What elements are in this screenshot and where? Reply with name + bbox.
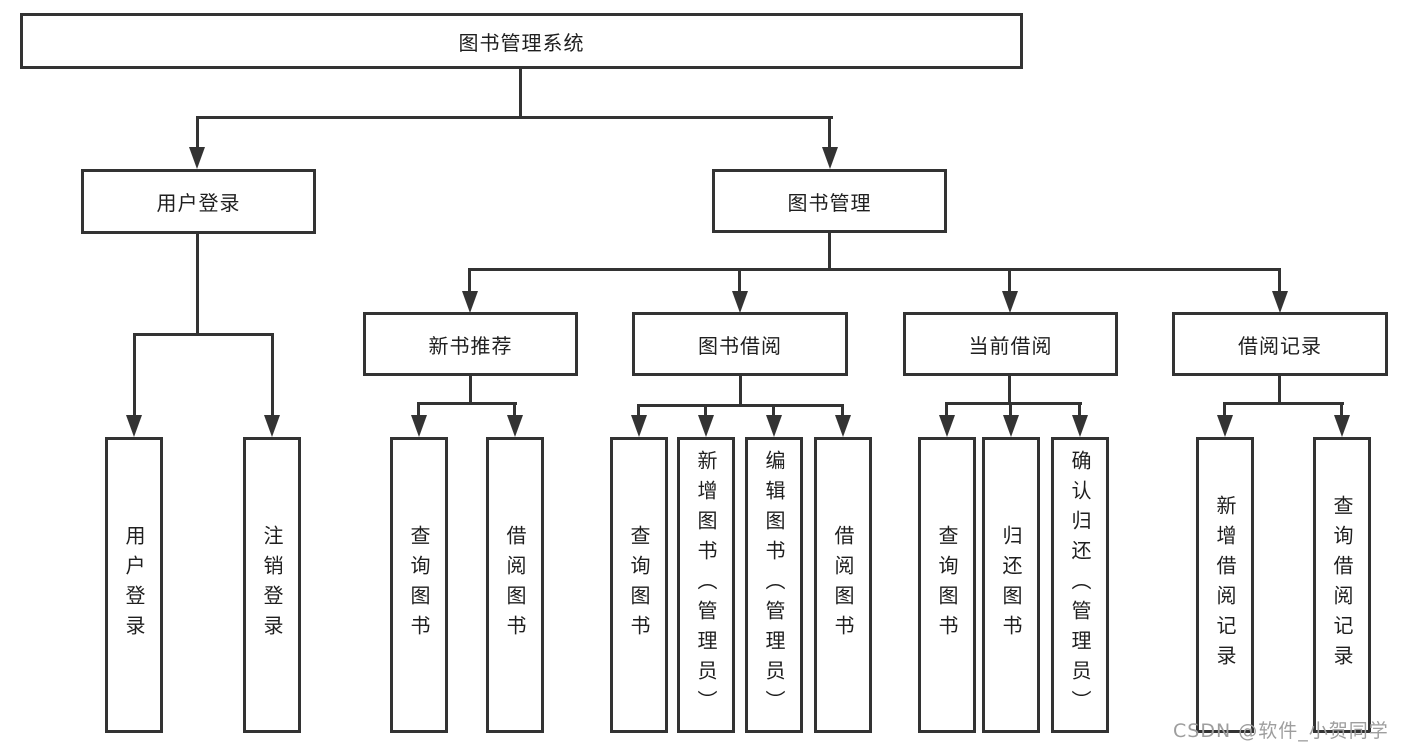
leaf-label: 查询图书 xyxy=(407,525,431,645)
leaf-label: 确认归还（管理员） xyxy=(1068,450,1092,720)
connector-line xyxy=(196,116,833,119)
node-label: 用户登录 xyxy=(156,191,241,215)
connector-line xyxy=(637,404,844,407)
connector-line xyxy=(1278,268,1281,292)
arrow-down-icon xyxy=(698,415,714,437)
connector-line xyxy=(196,234,199,334)
watermark: CSDN @软件_小贺同学 xyxy=(1173,720,1389,742)
arrow-down-icon xyxy=(1002,291,1018,313)
arrow-down-icon xyxy=(462,291,478,313)
arrow-down-icon xyxy=(189,147,205,169)
arrow-down-icon xyxy=(1003,415,1019,437)
arrow-down-icon xyxy=(1072,415,1088,437)
arrow-down-icon xyxy=(264,415,280,437)
node-label: 新书推荐 xyxy=(428,333,513,358)
leaf-borrowing-edit-books-admin: 编辑图书（管理员） xyxy=(745,437,803,733)
connector-line xyxy=(417,402,517,405)
node-label: 图书管理 xyxy=(787,190,872,215)
connector-line xyxy=(513,402,516,416)
leaf-label: 借阅图书 xyxy=(831,525,855,645)
connector-line xyxy=(1078,402,1081,416)
leaf-logout-login: 注销登录 xyxy=(243,437,301,733)
node-label: 当前借阅 xyxy=(968,333,1053,358)
connector-line xyxy=(1223,402,1226,416)
leaf-label: 编辑图书（管理员） xyxy=(762,450,786,720)
connector-line xyxy=(945,402,1082,405)
leaf-label: 用户登录 xyxy=(122,525,146,645)
arrow-down-icon xyxy=(126,415,142,437)
connector-line xyxy=(739,376,742,406)
arrow-down-icon xyxy=(411,415,427,437)
leaf-label: 注销登录 xyxy=(260,525,284,645)
node-book-management: 图书管理 xyxy=(712,169,947,233)
connector-line xyxy=(637,404,640,416)
leaf-label: 借阅图书 xyxy=(503,525,527,645)
leaf-current-return-books: 归还图书 xyxy=(982,437,1040,733)
node-label: 图书管理系统 xyxy=(458,30,585,55)
connector-line xyxy=(828,233,831,271)
arrow-down-icon xyxy=(1334,415,1350,437)
node-label: 图书借阅 xyxy=(698,333,782,358)
node-library-system: 图书管理系统 xyxy=(20,13,1023,69)
connector-line xyxy=(469,376,472,404)
leaf-label: 查询图书 xyxy=(935,525,959,645)
connector-line xyxy=(945,402,948,416)
connector-line xyxy=(468,268,471,292)
leaf-label: 新增图书（管理员） xyxy=(694,450,718,720)
connector-line xyxy=(417,402,420,416)
connector-line xyxy=(1008,268,1011,292)
connector-line xyxy=(133,333,274,336)
connector-line xyxy=(196,116,199,150)
connector-line xyxy=(841,404,844,416)
connector-line xyxy=(828,116,831,150)
arrow-down-icon xyxy=(631,415,647,437)
arrow-down-icon xyxy=(1272,291,1288,313)
connector-line xyxy=(1009,402,1012,416)
connector-line xyxy=(772,404,775,416)
leaf-borrowing-borrow-books: 借阅图书 xyxy=(814,437,872,733)
arrow-down-icon xyxy=(732,291,748,313)
leaf-borrowing-query-books: 查询图书 xyxy=(610,437,668,733)
leaf-label: 查询借阅记录 xyxy=(1330,495,1354,675)
leaf-current-query-books: 查询图书 xyxy=(918,437,976,733)
leaf-borrowing-add-books-admin: 新增图书（管理员） xyxy=(677,437,735,733)
leaf-current-confirm-return-admin: 确认归还（管理员） xyxy=(1051,437,1109,733)
connector-line xyxy=(1223,402,1344,405)
leaf-records-query-borrow-record: 查询借阅记录 xyxy=(1313,437,1371,733)
connector-line xyxy=(1008,376,1011,404)
arrow-down-icon xyxy=(507,415,523,437)
connector-line xyxy=(519,69,522,117)
node-book-borrowing: 图书借阅 xyxy=(632,312,848,376)
arrow-down-icon xyxy=(835,415,851,437)
node-user-login: 用户登录 xyxy=(81,169,316,234)
connector-line xyxy=(704,404,707,416)
leaf-records-add-borrow-record: 新增借阅记录 xyxy=(1196,437,1254,733)
leaf-newbook-borrow-books: 借阅图书 xyxy=(486,437,544,733)
arrow-down-icon xyxy=(766,415,782,437)
leaf-newbook-query-books: 查询图书 xyxy=(390,437,448,733)
node-borrowing-records: 借阅记录 xyxy=(1172,312,1388,376)
node-current-borrowing: 当前借阅 xyxy=(903,312,1118,376)
arrow-down-icon xyxy=(822,147,838,169)
arrow-down-icon xyxy=(939,415,955,437)
node-new-book-recommendation: 新书推荐 xyxy=(363,312,578,376)
connector-line xyxy=(1278,376,1281,404)
leaf-label: 归还图书 xyxy=(999,525,1023,645)
connector-line xyxy=(133,333,136,417)
connector-line xyxy=(738,268,741,292)
node-label: 借阅记录 xyxy=(1238,333,1322,358)
connector-line xyxy=(271,333,274,417)
leaf-label: 新增借阅记录 xyxy=(1213,495,1237,675)
leaf-label: 查询图书 xyxy=(627,525,651,645)
arrow-down-icon xyxy=(1217,415,1233,437)
leaf-user-login: 用户登录 xyxy=(105,437,163,733)
connector-line xyxy=(1340,402,1343,416)
connector-line xyxy=(469,268,1281,271)
